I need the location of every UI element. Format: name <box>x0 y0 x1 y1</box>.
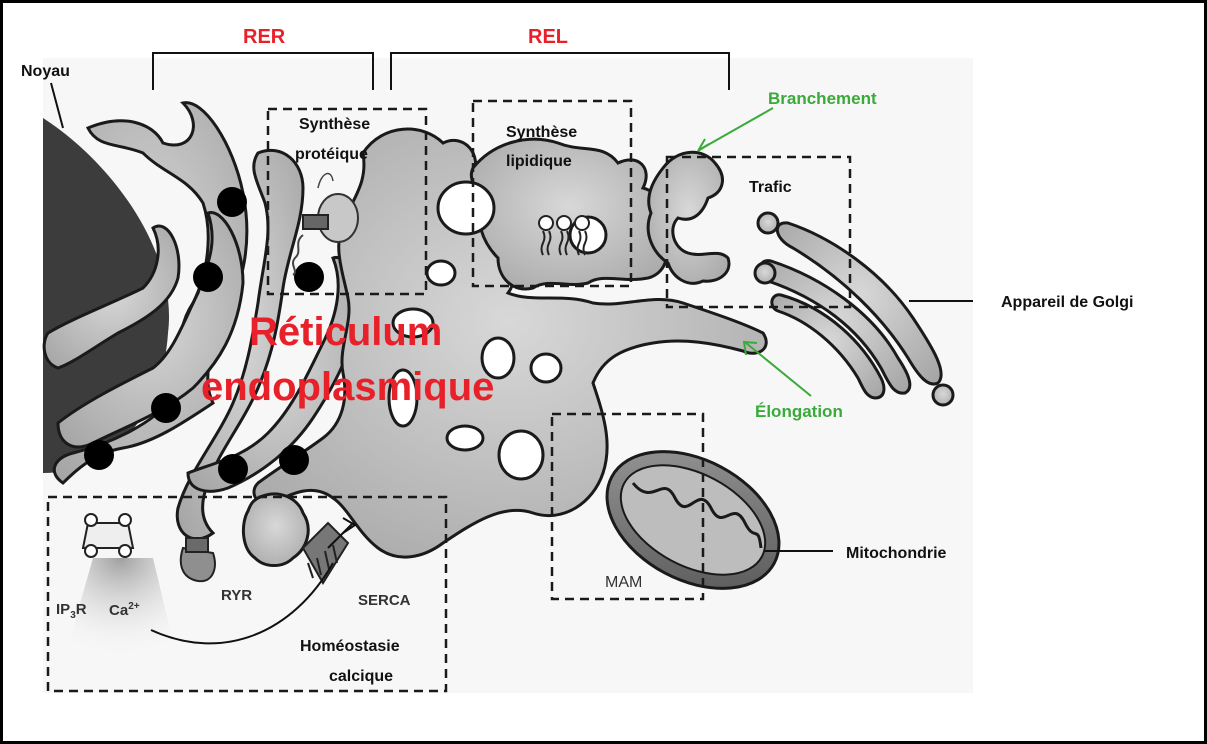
synthese-proteique-label-2: protéique <box>295 146 368 163</box>
lumen-hole <box>438 182 494 234</box>
lumen-hole <box>447 426 483 450</box>
synthese-lipidique-label-1: Synthèse <box>506 124 577 141</box>
reticulum-title-line1: Réticulum <box>249 310 442 354</box>
lumen-hole <box>427 261 455 285</box>
lumen-hole <box>531 354 561 382</box>
ribosome-dot <box>218 454 248 484</box>
ribosome-dot <box>294 262 324 292</box>
ribosome-dot <box>217 187 247 217</box>
trafic-label: Trafic <box>749 179 792 196</box>
synthese-proteique-label-1: Synthèse <box>299 116 370 133</box>
branchement-label: Branchement <box>768 89 877 108</box>
ryr-label: RYR <box>221 587 252 604</box>
mam-label: MAM <box>605 574 642 591</box>
homeostasie-label-1: Homéostasie <box>300 638 400 655</box>
noyau-label: Noyau <box>21 63 70 80</box>
mitochondrie-label: Mitochondrie <box>846 545 947 562</box>
er-diagram: RER REL Noyau Branchement Élongation App… <box>3 3 1204 741</box>
elongation-label: Élongation <box>755 402 843 421</box>
synthese-lipidique-label-2: lipidique <box>506 153 572 170</box>
lumen-hole <box>499 431 543 479</box>
reticulum-title-line2: endoplasmique <box>201 365 494 409</box>
rel-label: REL <box>528 26 568 48</box>
calcium-cisterna <box>243 494 308 566</box>
ribosome-dot <box>84 440 114 470</box>
ribosome-dot <box>151 393 181 423</box>
ribosome-dot <box>279 445 309 475</box>
serca-label: SERCA <box>358 592 411 609</box>
ribosome-dot <box>193 262 223 292</box>
rer-label: RER <box>243 26 286 48</box>
homeostasie-label-2: calcique <box>329 668 393 685</box>
golgi-label: Appareil de Golgi <box>1001 294 1133 311</box>
